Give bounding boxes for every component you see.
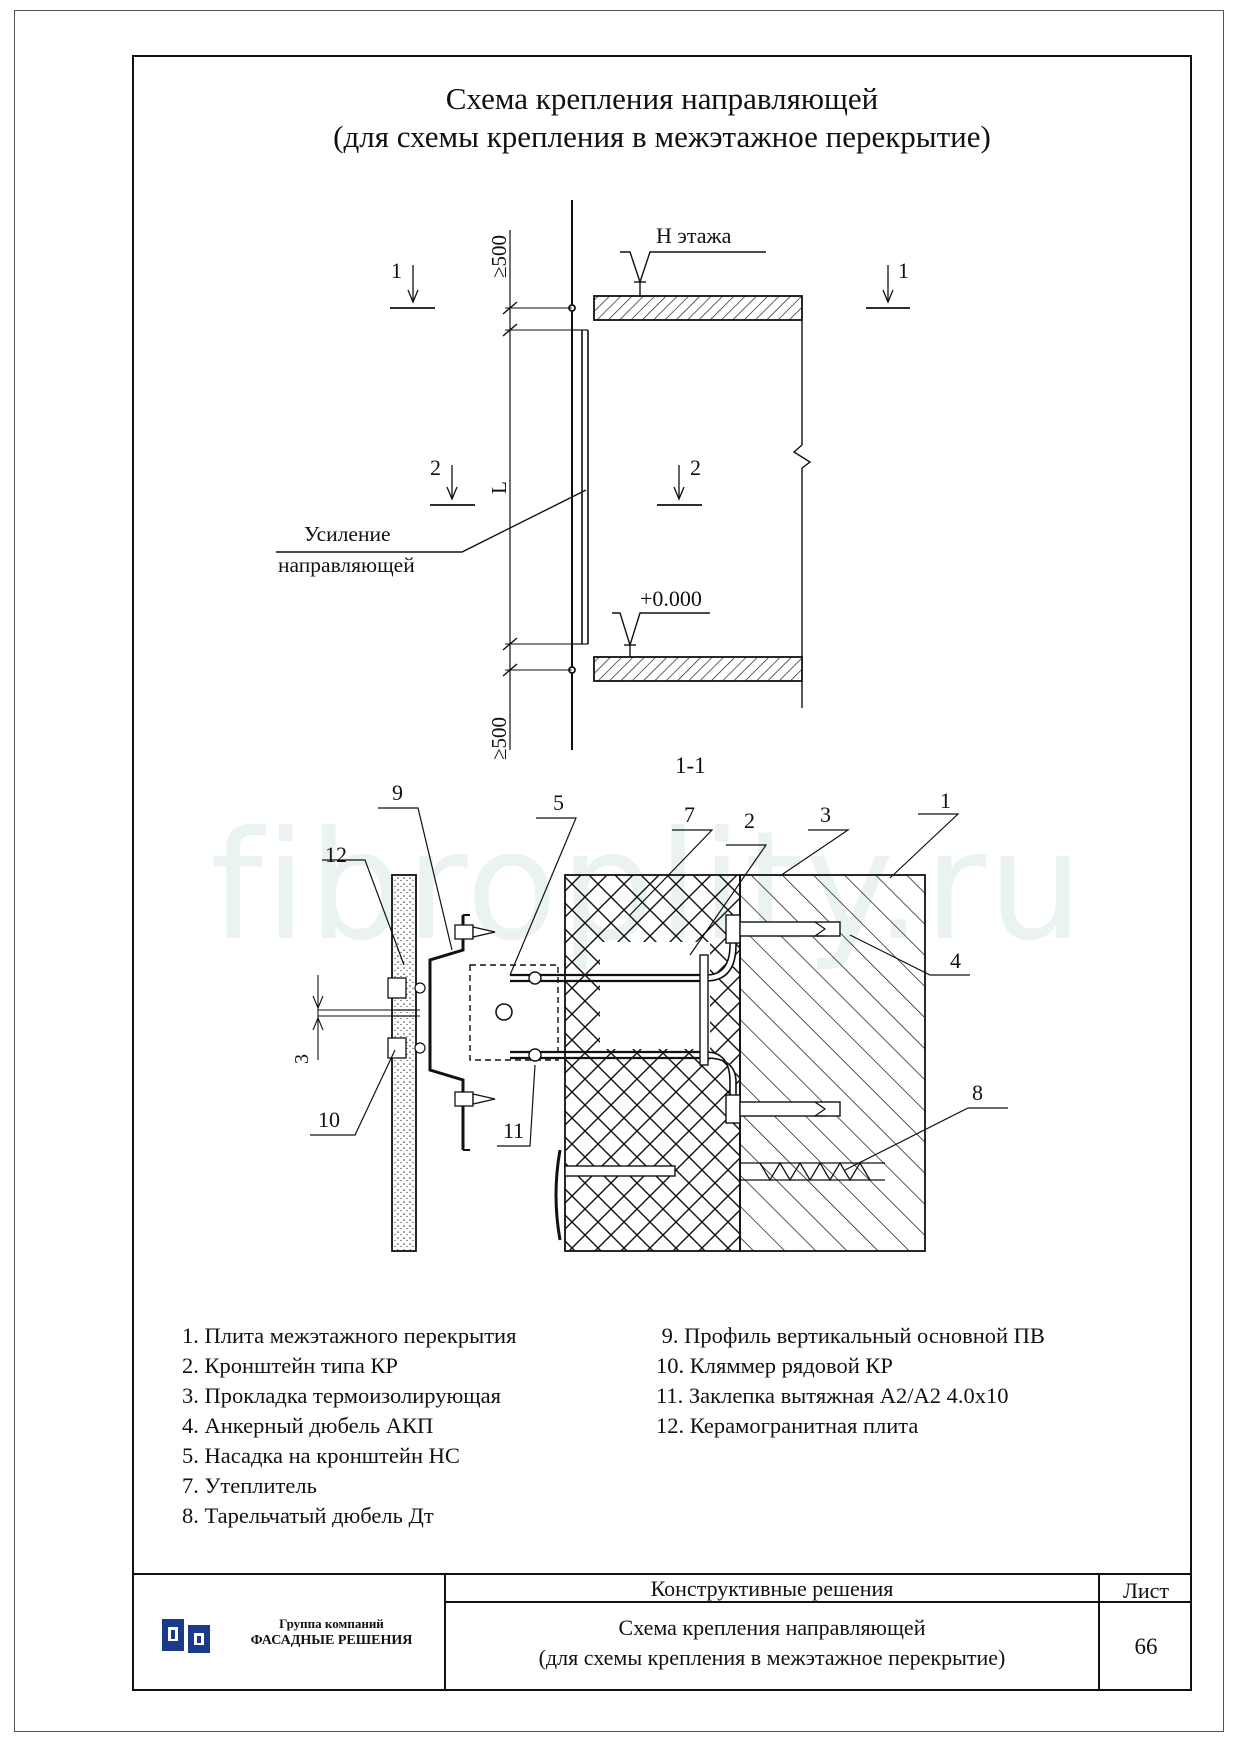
reinforcement-callout-line1: Усиление	[304, 522, 391, 546]
title-block: Группа компаний ФАСАДНЫЕ РЕШЕНИЯ Констру…	[132, 1573, 1192, 1691]
legend-item: 5. Насадка на кронштейн НС	[182, 1443, 460, 1468]
sheet-title-line1: Схема крепления направляющей	[618, 1615, 926, 1640]
page-title: Схема крепления направляющей	[445, 81, 879, 116]
section-callouts: 1 2 3 4 5 7 8 9 10 11 12 3	[291, 780, 983, 1143]
section-name: Конструктивные решения	[446, 1573, 1098, 1603]
legend-item: 1. Плита межэтажного перекрытия	[182, 1323, 517, 1348]
callout-2: 2	[744, 808, 755, 833]
sheet-title: Схема крепления направляющей (для схемы …	[446, 1603, 1098, 1691]
callout-3: 3	[820, 802, 831, 827]
elevation-view	[276, 200, 910, 750]
section-mark-2-right: 2	[690, 455, 701, 480]
callout-11: 11	[503, 1118, 524, 1143]
legend-item: 2. Кронштейн типа КР	[182, 1353, 398, 1378]
callout-8: 8	[972, 1080, 983, 1105]
section-mark-2-left: 2	[430, 455, 441, 480]
legend-item: 7. Утеплитель	[182, 1473, 317, 1498]
legend-left: 1. Плита межэтажного перекрытия 2. Кронш…	[182, 1321, 516, 1531]
company-group-label: Группа компаний	[279, 1616, 384, 1631]
level-bottom-label: +0.000	[640, 586, 702, 611]
legend-item: 11. Заклепка вытяжная А2/А2 4.0х10	[656, 1383, 1009, 1408]
dim-bottom-label: ≥500	[487, 717, 511, 760]
section-mark-1-right: 1	[898, 258, 909, 283]
legend-item: 9. Профиль вертикальный основной ПВ	[656, 1323, 1045, 1348]
legend-item: 4. Анкерный дюбель АКП	[182, 1413, 434, 1438]
callout-5: 5	[553, 790, 564, 815]
dim-top-label: ≥500	[487, 235, 511, 278]
section-view	[310, 807, 1008, 1252]
reinforcement-callout-line2: направляющей	[278, 553, 415, 577]
company-logo-icon	[162, 1619, 210, 1653]
callout-7: 7	[684, 802, 695, 827]
legend-item: 10. Кляммер рядовой КР	[656, 1353, 893, 1378]
dim-l-label: L	[487, 481, 511, 494]
legend-item: 12. Керамогранитная плита	[656, 1413, 919, 1438]
legend-item: 3. Прокладка термоизолирующая	[182, 1383, 501, 1408]
level-top-label: Н этажа	[656, 223, 732, 248]
section-label: 1-1	[675, 753, 706, 778]
callout-9: 9	[392, 780, 403, 805]
callout-12: 12	[325, 842, 347, 867]
sheet-label: Лист	[1098, 1573, 1192, 1603]
section-mark-1-left: 1	[391, 258, 402, 283]
gap-dim-label: 3	[291, 1054, 313, 1064]
drawing-frame	[132, 55, 1192, 1691]
callout-10: 10	[318, 1107, 340, 1132]
sheet-number: 66	[1098, 1603, 1192, 1691]
callout-4: 4	[950, 948, 961, 973]
company-label: Группа компаний ФАСАДНЫЕ РЕШЕНИЯ	[224, 1615, 439, 1649]
legend-item: 8. Тарельчатый дюбель Дт	[182, 1503, 434, 1528]
legend-right: 9. Профиль вертикальный основной ПВ 10. …	[656, 1321, 1045, 1441]
company-name: ФАСАДНЫЕ РЕШЕНИЯ	[250, 1633, 413, 1648]
company-cell: Группа компаний ФАСАДНЫЕ РЕШЕНИЯ	[132, 1573, 446, 1691]
outer-border	[14, 10, 1224, 1732]
sheet-title-line2: (для схемы крепления в межэтажное перекр…	[538, 1645, 1006, 1670]
page-subtitle: (для схемы крепления в межэтажное перекр…	[333, 119, 991, 154]
elevation-labels: Н этажа +0.000 ≥500 ≥500 L 1 1 2 2 Усиле…	[278, 223, 909, 778]
callout-1: 1	[940, 788, 951, 813]
